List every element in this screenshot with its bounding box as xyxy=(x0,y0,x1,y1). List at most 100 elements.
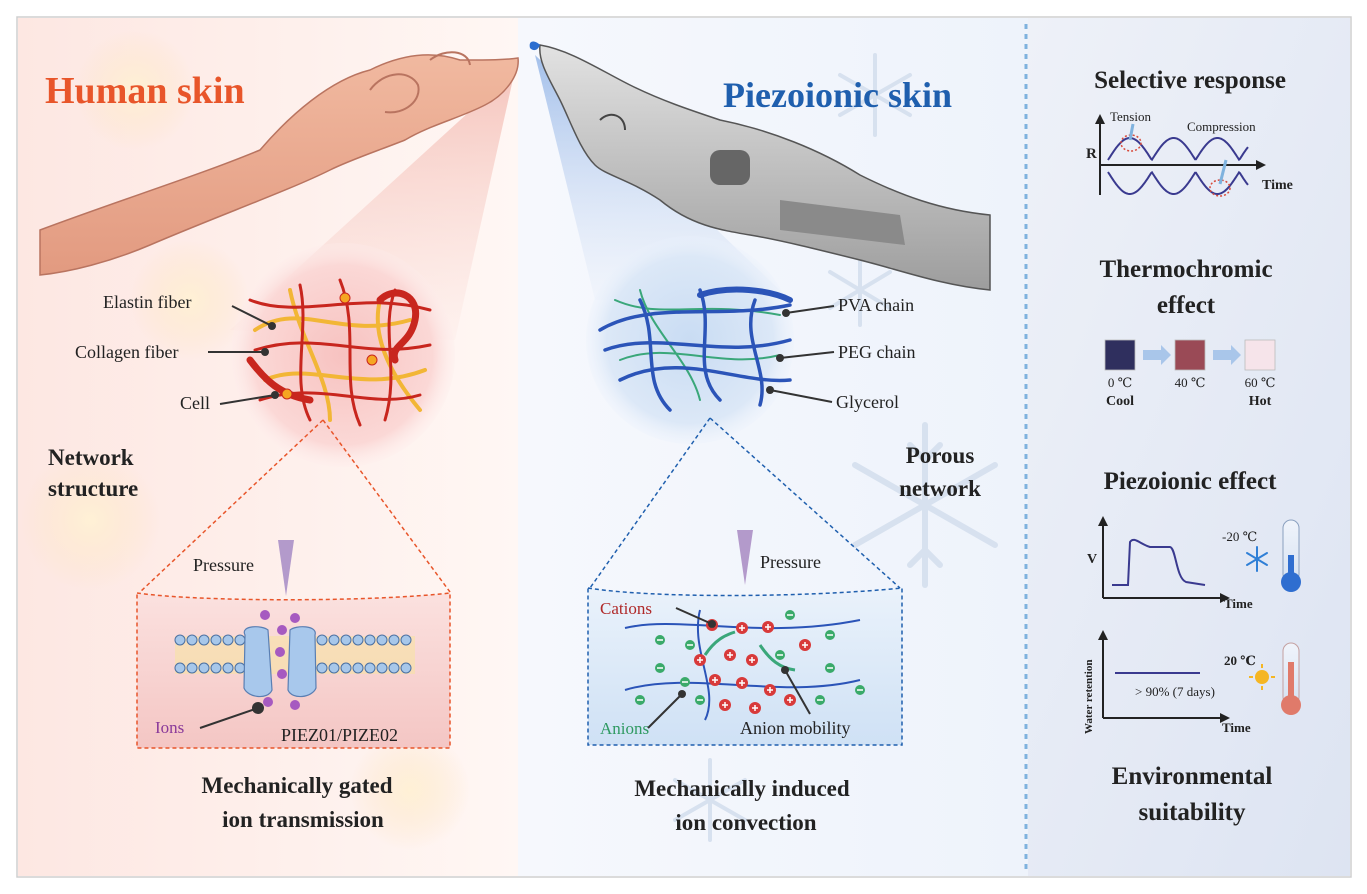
label-ions: Ions xyxy=(155,702,264,737)
thermometer-cold-icon xyxy=(1281,519,1301,592)
lipid-head xyxy=(210,634,222,646)
selective-x-axis-label: Time xyxy=(1262,178,1293,193)
environmental-title-2: suitability xyxy=(1139,799,1246,826)
label-peg-chain: PEG chain xyxy=(776,342,915,362)
transition-arrow xyxy=(1143,345,1171,365)
network-structure-label-2: structure xyxy=(48,476,138,501)
piezo-pressure-label: Pressure xyxy=(760,552,821,572)
lipid-head xyxy=(174,662,186,674)
skin-fibers xyxy=(246,278,432,427)
tension-label: Tension xyxy=(1110,109,1151,124)
hydrogel-box xyxy=(587,587,903,746)
thermometer-warm-icon xyxy=(1281,642,1301,715)
network-structure-label-1: Network xyxy=(48,445,134,470)
lipid-head xyxy=(340,634,352,646)
piezoionic-skin-title: Piezoionic skin xyxy=(723,75,952,115)
right-panel-bg xyxy=(1028,18,1350,876)
skin-cells xyxy=(281,292,378,400)
pressure-tip xyxy=(737,530,753,585)
cation-marker xyxy=(749,702,761,714)
piezo-channel xyxy=(243,626,317,698)
lipid-head xyxy=(316,662,328,674)
cation-marker xyxy=(762,621,774,633)
svg-text:Anion mobility: Anion mobility xyxy=(740,718,851,738)
lipid-head xyxy=(328,662,340,674)
anion-marker xyxy=(680,677,690,687)
anion-marker xyxy=(775,650,785,660)
water-retention-note: > 90% (7 days) xyxy=(1135,684,1215,699)
thermochromic-swatch xyxy=(1174,339,1206,371)
anion-marker xyxy=(695,695,705,705)
lipid-head xyxy=(352,634,364,646)
lipid-head xyxy=(328,634,340,646)
label-cell: Cell xyxy=(180,391,279,413)
cation-marker xyxy=(736,622,748,634)
svg-text:PVA chain: PVA chain xyxy=(838,295,914,315)
svg-text:Ions: Ions xyxy=(155,718,184,737)
lipid-head xyxy=(364,634,376,646)
skin-network-circle xyxy=(231,243,455,467)
hydrogel-network-circle xyxy=(586,236,794,444)
lipid-head xyxy=(388,634,400,646)
anion-marker xyxy=(825,630,835,640)
thermochromic-swatch xyxy=(1104,339,1136,371)
svg-text:Glycerol: Glycerol xyxy=(836,392,899,412)
porous-network-label-2: network xyxy=(899,476,981,501)
lipid-head xyxy=(388,662,400,674)
svg-text:Cations: Cations xyxy=(600,599,652,618)
lipid-head xyxy=(376,662,388,674)
lipid-head xyxy=(376,634,388,646)
piezoionic-voltage-plot xyxy=(1098,516,1230,603)
cation-marker xyxy=(784,694,796,706)
transition-arrow xyxy=(1213,345,1241,365)
cation-marker xyxy=(799,639,811,651)
human-skin-title: Human skin xyxy=(45,70,245,112)
label-glycerol: Glycerol xyxy=(766,386,899,412)
svg-text:Cell: Cell xyxy=(180,393,210,413)
thermochromic-title-1: Thermochromic xyxy=(1099,256,1272,283)
label-anions: Anions xyxy=(600,690,686,738)
lipid-head xyxy=(222,662,234,674)
swatch-word-label: Hot xyxy=(1249,394,1272,409)
lipid-head xyxy=(186,634,198,646)
piezo-zoom-line xyxy=(709,417,901,589)
lipid-head xyxy=(186,662,198,674)
lipid-head xyxy=(364,662,376,674)
water-x-axis-label: Time xyxy=(1222,720,1251,735)
piezo-channel-label: PIEZ01/PIZE02 xyxy=(281,725,398,745)
anion-marker xyxy=(655,635,665,645)
robot-hand-illustration xyxy=(529,41,991,291)
water-retention-plot xyxy=(1098,630,1230,723)
svg-text:Anions: Anions xyxy=(600,719,649,738)
thermochromic-swatch xyxy=(1244,339,1276,371)
label-pva-chain: PVA chain xyxy=(782,295,914,317)
lipid-head xyxy=(198,634,210,646)
ion-particles xyxy=(260,610,300,710)
water-temp-label: 20 ℃ xyxy=(1224,653,1256,668)
swatch-temp-label: 0 ℃ xyxy=(1108,375,1132,390)
sun-decoration xyxy=(20,30,470,850)
cation-marker xyxy=(719,699,731,711)
selective-response-plot xyxy=(1095,114,1266,197)
lipid-head xyxy=(234,662,246,674)
anion-marker xyxy=(685,640,695,650)
lipid-head xyxy=(400,634,412,646)
cation-marker xyxy=(746,654,758,666)
lipid-head xyxy=(222,634,234,646)
swatch-temp-label: 40 ℃ xyxy=(1175,375,1206,390)
ion-markers xyxy=(635,610,865,714)
human-caption-2: ion transmission xyxy=(222,807,384,832)
svg-text:Elastin fiber: Elastin fiber xyxy=(103,292,191,312)
label-collagen-fiber: Collagen fiber xyxy=(75,342,269,362)
lipid-head xyxy=(352,662,364,674)
human-caption-1: Mechanically gated xyxy=(202,773,393,798)
anion-marker xyxy=(655,663,665,673)
water-y-axis-label: Water retention xyxy=(1083,660,1095,734)
cation-marker xyxy=(694,654,706,666)
svg-text:PEG chain: PEG chain xyxy=(838,342,915,362)
lipid-head xyxy=(234,634,246,646)
anion-mobility-arrows xyxy=(703,630,796,672)
swatch-temp-label: 60 ℃ xyxy=(1245,375,1276,390)
cation-marker xyxy=(709,674,721,686)
